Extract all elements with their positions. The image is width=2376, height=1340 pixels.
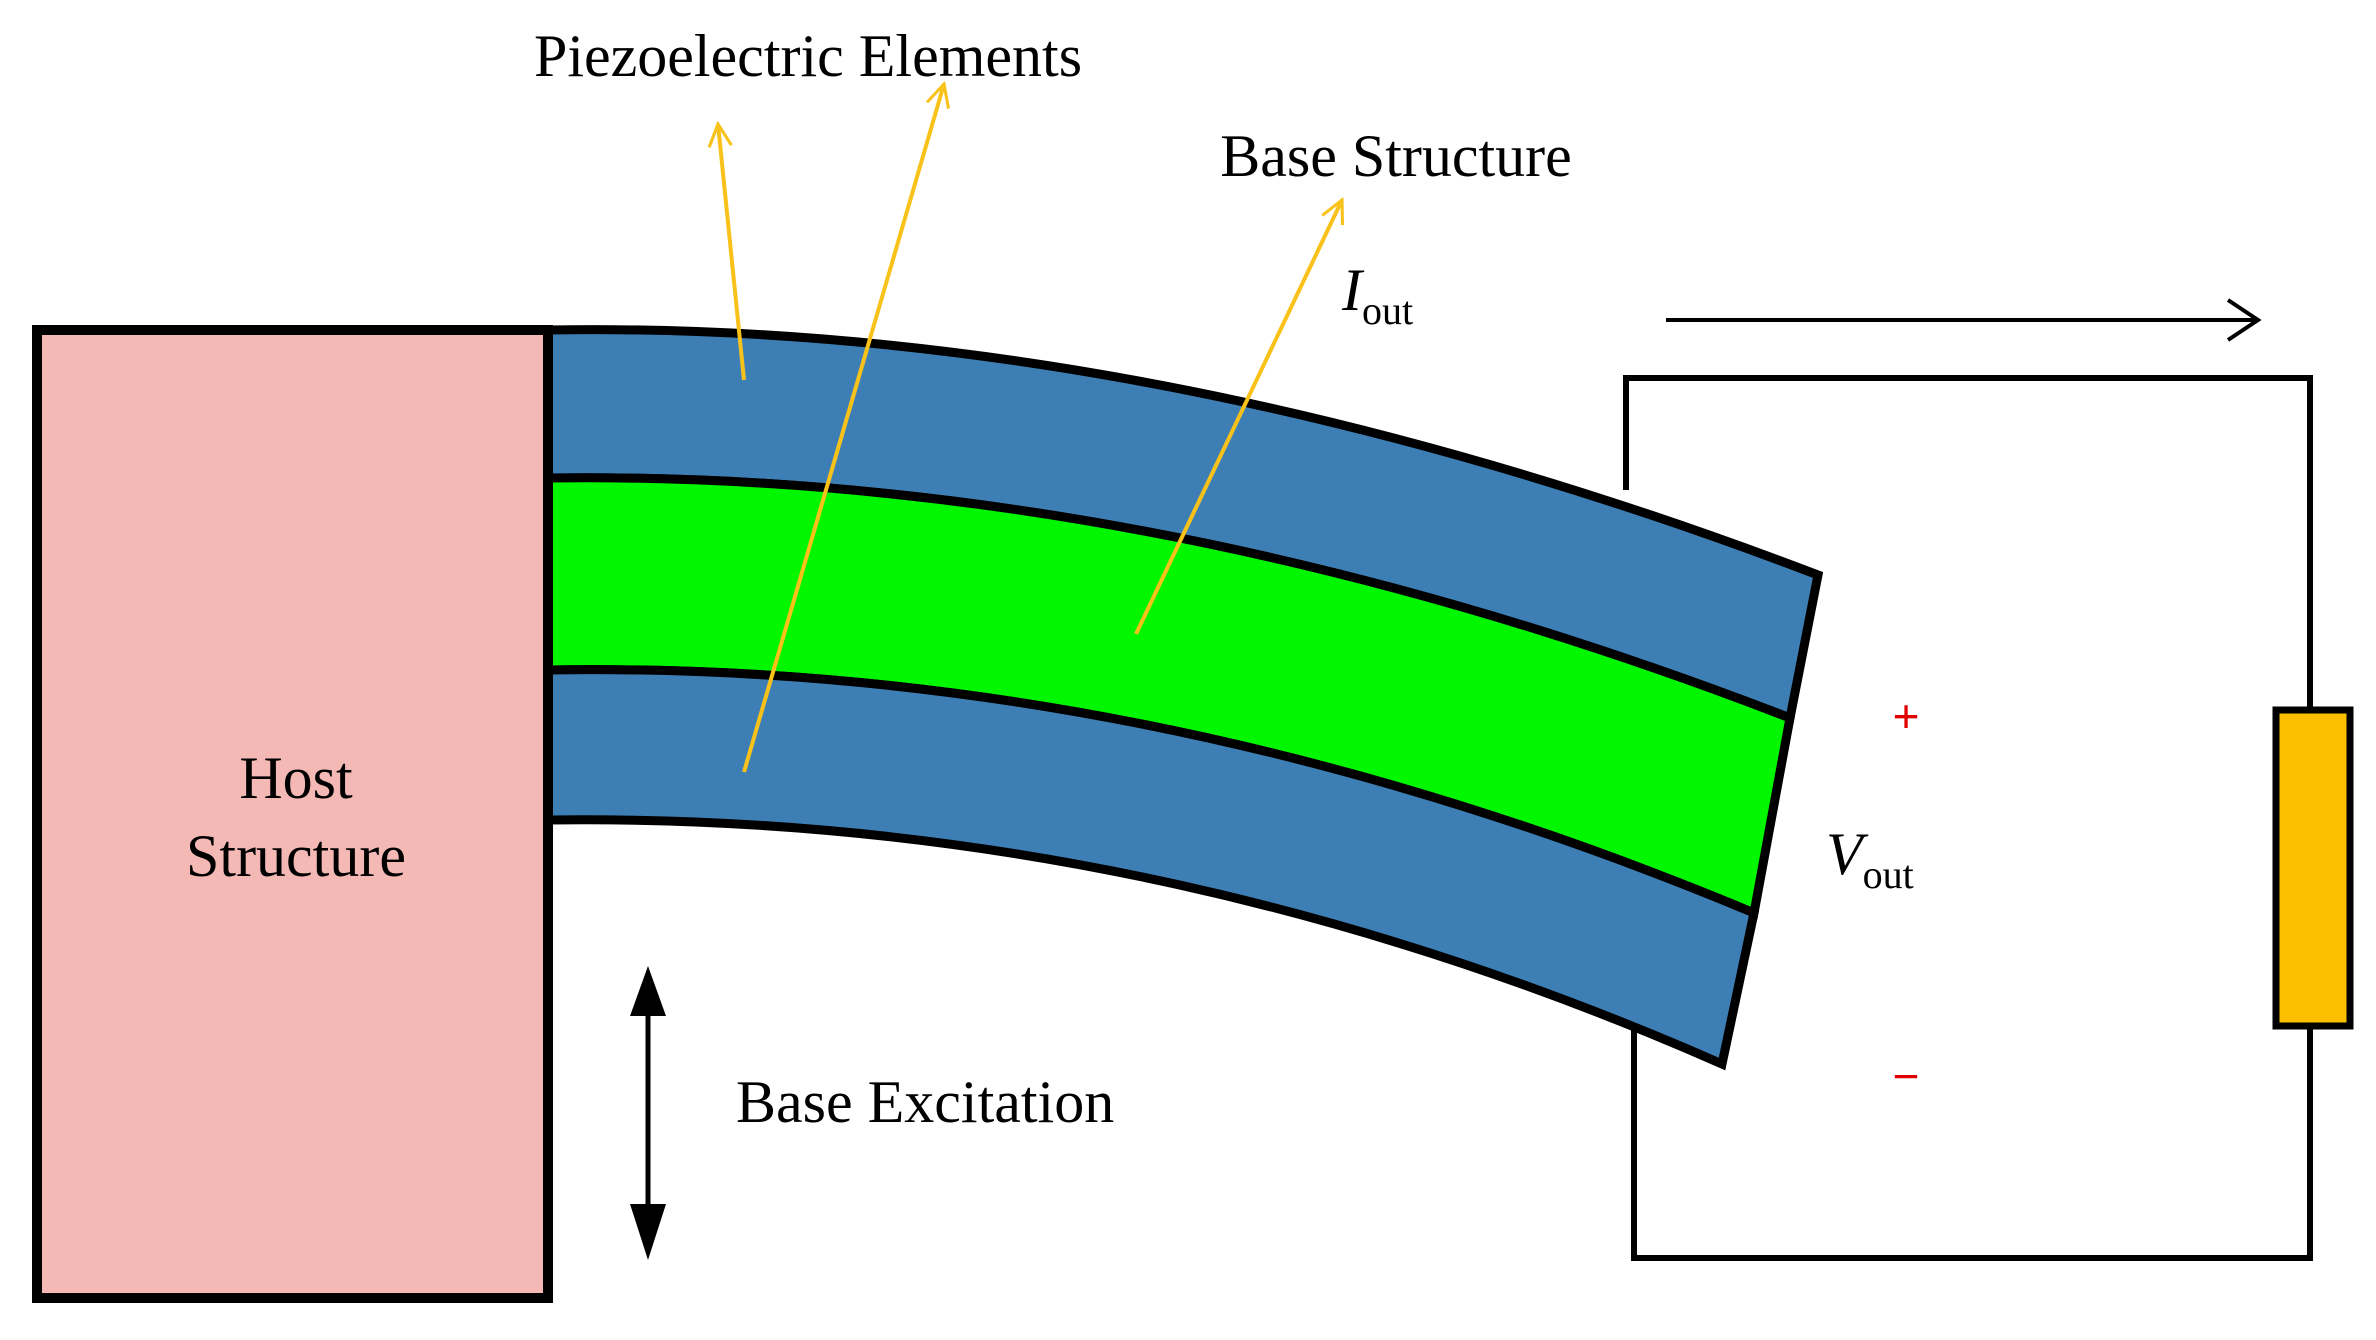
base-structure-label: Base Structure <box>1220 123 1572 189</box>
base-excitation-label: Base Excitation <box>736 1069 1114 1135</box>
host-structure-label-line1: Host <box>239 745 353 811</box>
voltage-symbol: V <box>1826 821 1869 887</box>
voltage-label: Vout <box>1826 821 1914 897</box>
current-label: Iout <box>1341 257 1413 333</box>
current-subscript: out <box>1362 288 1413 333</box>
base-excitation-arrow <box>630 966 666 1260</box>
piezo-leader-top <box>718 124 746 381</box>
piezo-layer-bottom <box>543 665 1760 1071</box>
polarity-minus: − <box>1893 1050 1920 1102</box>
wire-top <box>1623 375 2313 710</box>
arrowhead-down <box>630 1204 666 1260</box>
circuit-wires <box>1623 375 2313 1261</box>
wire-bottom <box>1631 1026 2313 1261</box>
piezo-elements-label: Piezoelectric Elements <box>534 23 1082 89</box>
cantilever-beam <box>543 325 1824 1071</box>
base-structure-leader <box>1134 200 1342 635</box>
arrowhead-up <box>630 966 666 1016</box>
polarity-plus: + <box>1893 690 1920 742</box>
leader-lines <box>718 84 1342 773</box>
load-resistor <box>2272 706 2354 1030</box>
current-symbol: I <box>1341 257 1365 323</box>
piezo-leader-bottom <box>742 84 944 773</box>
voltage-subscript: out <box>1863 852 1914 897</box>
host-structure <box>32 325 553 1303</box>
current-arrow-head <box>2226 298 2262 342</box>
host-structure-label-line2: Structure <box>186 823 406 889</box>
